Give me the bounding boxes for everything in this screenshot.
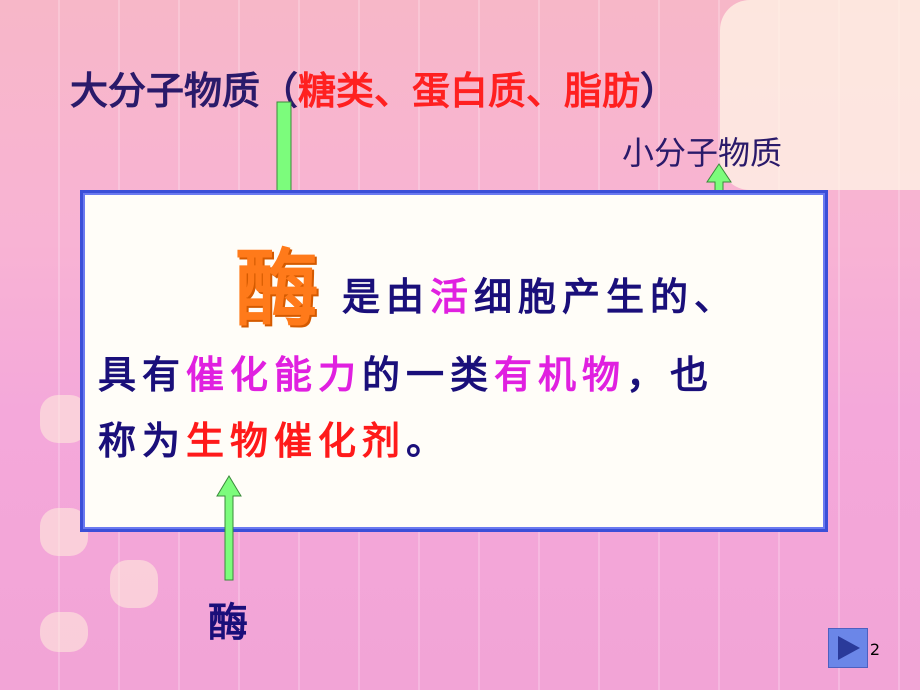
next-slide-button[interactable] (828, 628, 868, 668)
definition-line-3: 称为生物催化剂。 (98, 410, 450, 465)
page-number: 2 (869, 640, 880, 659)
decorative-seal (40, 612, 88, 652)
slide-title: 大分子物质（糖类、蛋白质、脂肪） (70, 60, 678, 115)
decorative-seal-large (720, 0, 920, 190)
line2-text: 具有 (98, 353, 187, 397)
line2-text-2: 的一类 (362, 353, 495, 397)
line2-text-3: ，也 (626, 353, 715, 397)
line3-text: 称为 (98, 419, 187, 463)
line1-text-2: 细胞产生的、 (474, 275, 739, 319)
play-icon (838, 636, 860, 660)
line2-highlight-2: 有机物 (494, 353, 627, 397)
definition-line-1: 是由活细胞产生的、 (342, 266, 738, 321)
line1-text: 是由 (342, 275, 431, 319)
definition-line-2: 具有催化能力的一类有机物，也 (98, 344, 714, 399)
enzyme-big-char: 酶 (235, 239, 320, 338)
definition-box (80, 190, 828, 532)
line2-highlight-1: 催化能力 (186, 353, 363, 397)
arrow-up-icon (216, 475, 242, 581)
title-examples: 糖类、蛋白质、脂肪 (298, 69, 641, 113)
decorative-seal (110, 560, 158, 608)
title-suffix: ） (640, 69, 679, 113)
line1-highlight: 活 (430, 275, 475, 319)
small-molecule-label: 小分子物质 (622, 134, 783, 172)
line3-text-2: 。 (406, 419, 451, 463)
line3-highlight: 生物催化剂 (186, 419, 407, 463)
enzyme-label: 酶 (208, 600, 248, 646)
title-prefix: 大分子物质（ (70, 69, 299, 113)
